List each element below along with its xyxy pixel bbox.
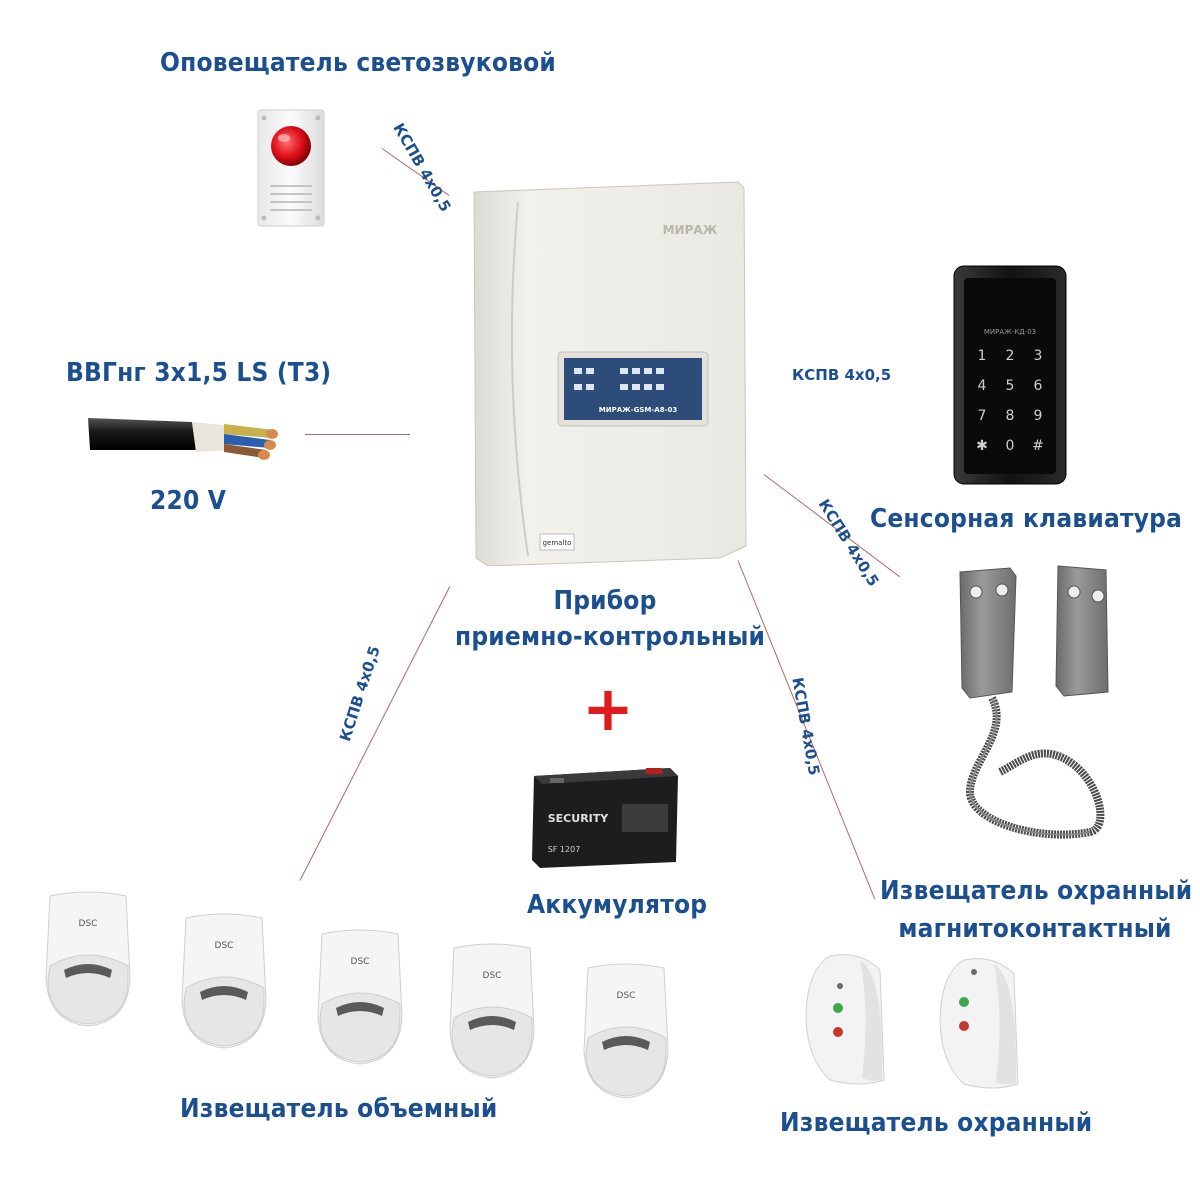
detector-brand-text: DSC [351, 957, 370, 967]
cable-label-siren: КСПВ 4х0,5 [389, 120, 455, 215]
panel-brand-text: МИРАЖ [663, 223, 718, 237]
voltage-label: 220 V [150, 486, 227, 516]
connector-power [305, 434, 410, 435]
cable-label-security: КСПВ 4х0,5 [788, 676, 824, 777]
control-panel-image: МИРАЖ-GSM-A8-03 МИРАЖ gemalto [468, 178, 750, 566]
keypad-key: 1 [978, 348, 987, 364]
detector-brand-text: DSC [79, 919, 98, 929]
keypad-key: 8 [1006, 408, 1015, 424]
panel-label-line1: Прибор [553, 586, 657, 616]
keypad-key: 4 [978, 378, 987, 394]
panel-label-line2: приемно-контрольный [455, 622, 766, 652]
magnetic-label-line2: магнитоконтактный [898, 914, 1172, 944]
magnetic-contact-image [940, 562, 1130, 862]
keypad-image: МИРАЖ-КД-03 1 2 3 4 5 6 7 8 9 ✱ 0 # [950, 264, 1070, 486]
siren-image [256, 108, 326, 228]
battery-image: SECURITY SF 1207 [530, 762, 682, 872]
panel-label: Прибор приемно-контрольный [455, 586, 766, 652]
keypad-key: ✱ [976, 438, 988, 454]
battery-brand-text: SECURITY [548, 812, 610, 825]
power-cable-label: ВВГнг 3х1,5 LS (Т3) [66, 358, 332, 388]
keypad-key: # [1032, 438, 1044, 454]
battery-model-text: SF 1207 [548, 845, 581, 854]
volume-detector-1: DSC [40, 888, 136, 1028]
keypad-key: 5 [1006, 378, 1015, 394]
connector-volume [299, 586, 451, 881]
volume-detector-label: Извещатель объемный [180, 1094, 498, 1124]
volume-detector-5: DSC [578, 960, 674, 1100]
detector-brand-text: DSC [215, 941, 234, 951]
volume-detector-2: DSC [176, 910, 272, 1050]
panel-badge-text: gemalto [543, 539, 572, 547]
panel-model-text: МИРАЖ-GSM-A8-03 [599, 406, 678, 414]
keypad-label: Сенсорная клавиатура [870, 504, 1183, 534]
battery-label: Аккумулятор [527, 890, 708, 920]
power-cable-image [84, 400, 284, 466]
security-detector-1 [800, 950, 890, 1090]
keypad-key: 6 [1034, 378, 1043, 394]
keypad-model-text: МИРАЖ-КД-03 [984, 328, 1036, 336]
volume-detector-3: DSC [312, 926, 408, 1066]
security-detector-2 [934, 954, 1024, 1094]
volume-detector-4: DSC [444, 940, 540, 1080]
detector-brand-text: DSC [483, 971, 502, 981]
plus-icon: + [582, 672, 634, 745]
magnetic-detector-label: Извещатель охранный магнитоконтактный [880, 876, 1193, 944]
security-detector-label: Извещатель охранный [780, 1108, 1093, 1138]
keypad-key: 9 [1034, 408, 1043, 424]
keypad-key: 7 [978, 408, 987, 424]
keypad-key: 0 [1006, 438, 1015, 454]
cable-label-keypad: КСПВ 4х0,5 [792, 366, 892, 384]
magnetic-label-line1: Извещатель охранный [880, 876, 1193, 906]
siren-label: Оповещатель светозвуковой [160, 48, 556, 78]
detector-brand-text: DSC [617, 991, 636, 1001]
keypad-key: 2 [1006, 348, 1015, 364]
keypad-key: 3 [1034, 348, 1043, 364]
